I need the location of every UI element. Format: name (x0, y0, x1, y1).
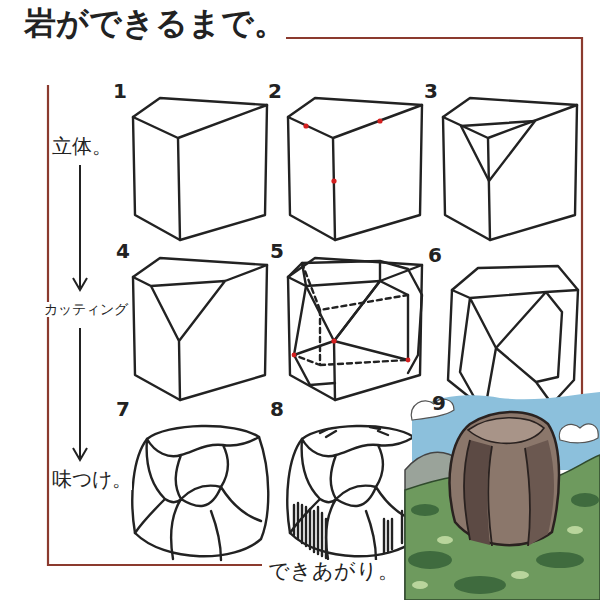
cube-drawing (133, 98, 267, 240)
step-label: 味つけ。 (52, 468, 132, 490)
cut-cube-drawing-part (288, 258, 422, 400)
chamfered-rock-drawing-part (452, 290, 578, 404)
finished-rock-painting-part (571, 493, 599, 507)
finished-rock-painting-part (408, 551, 452, 569)
finished-rock-painting-part (464, 440, 530, 546)
frame (48, 38, 582, 565)
finished-rock-painting (405, 392, 600, 600)
shaded-rock-drawing-part (320, 427, 388, 437)
shaded-rock-drawing-part (290, 437, 416, 560)
cut-cube-drawing (288, 258, 422, 400)
panel-number: 8 (270, 398, 284, 420)
cube-drawing-part (443, 98, 577, 240)
chamfered-rock-drawing-part (448, 266, 578, 404)
panel-number: 2 (268, 80, 282, 102)
finished-rock-painting-part (536, 552, 584, 568)
cut-cube-drawing (133, 258, 267, 400)
rounded-rock-drawing-part (135, 437, 261, 560)
title: 岩ができるまで。 (24, 6, 286, 41)
panel-number: 7 (116, 398, 130, 420)
cube-drawing-part (331, 178, 336, 183)
finished-rock-painting-part (437, 536, 453, 544)
cut-cube-drawing-part (288, 261, 422, 385)
cube-drawing (443, 98, 577, 240)
cut-cube-drawing-part (331, 338, 336, 343)
finished-rock-painting-part (511, 571, 529, 579)
panel-number: 4 (116, 240, 130, 262)
finished-rock-painting-part (450, 412, 559, 545)
step-label: 立体。 (52, 135, 112, 157)
panel-number: 1 (113, 80, 127, 102)
panel-number: 9 (432, 392, 446, 414)
panel-number: 5 (270, 240, 284, 262)
finished-rock-painting-part (412, 581, 428, 589)
chamfered-rock-drawing (448, 266, 578, 404)
shaded-rock-drawing-part (294, 427, 414, 558)
panel-number: 3 (424, 80, 438, 102)
flow-arrow-part (73, 328, 87, 460)
shaded-rock-drawing (287, 426, 423, 560)
cut-cube-drawing-part (294, 263, 408, 365)
panel-number: 6 (428, 244, 442, 266)
cut-cube-drawing-part (406, 358, 411, 363)
cube-drawing-part (303, 123, 308, 128)
finished-rock-painting-part (559, 424, 598, 443)
finished-rock-painting-part (567, 526, 583, 534)
rounded-rock-drawing (132, 426, 268, 560)
caption: できあがり。 (266, 560, 401, 583)
step-label: カッティング (44, 302, 128, 317)
cube-drawing-part (377, 118, 382, 123)
cube-drawing-part (461, 121, 535, 181)
cube-drawing-part (288, 98, 422, 240)
flow-arrow-part (73, 165, 87, 290)
cube-drawing-part (288, 105, 422, 240)
cut-cube-drawing-part (133, 258, 267, 400)
cut-cube-drawing-part (292, 353, 297, 358)
cube-drawing-part (443, 105, 577, 240)
cut-cube-drawing-part (133, 265, 267, 400)
finished-rock-painting-part (454, 576, 506, 594)
shaded-rock-drawing-part (294, 495, 414, 558)
cube-drawing-part (133, 98, 267, 240)
finished-rock-painting-part (411, 504, 439, 516)
cube-drawing-part (133, 105, 267, 240)
finished-rock-painting-part (468, 418, 544, 444)
frame-part (48, 38, 582, 565)
cube-drawing (288, 98, 422, 240)
